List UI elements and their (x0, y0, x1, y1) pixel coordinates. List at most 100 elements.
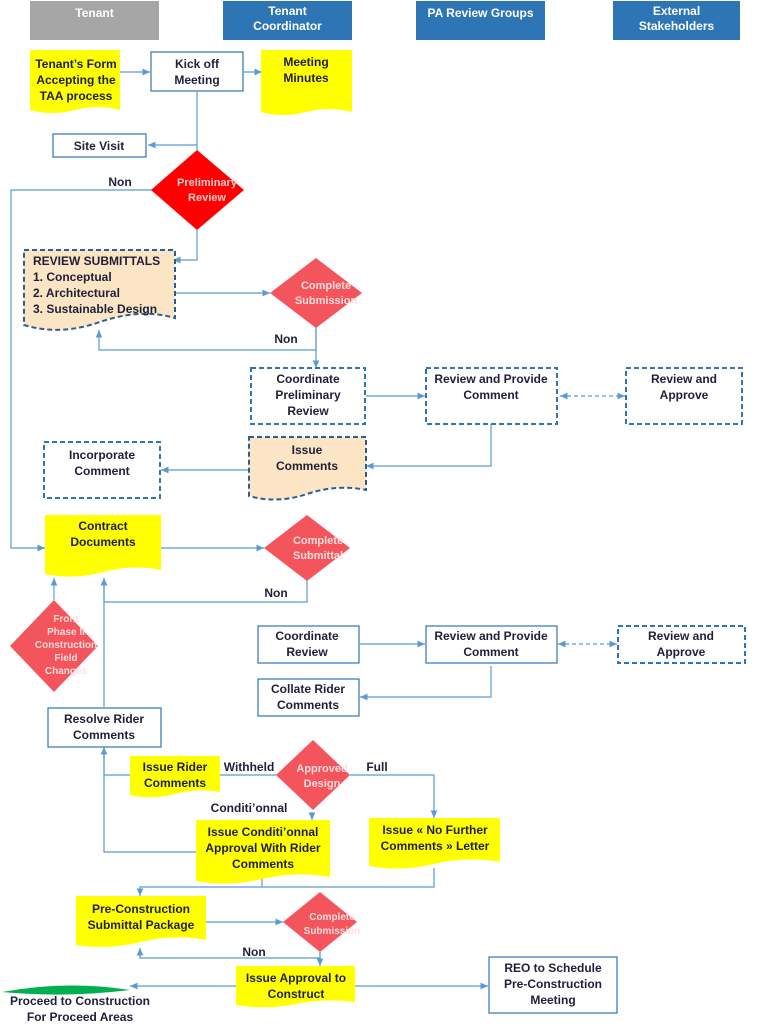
label-line: Issue Approval to (246, 971, 346, 985)
label-line: Meeting (174, 73, 219, 87)
edge-label-conditional: Conditi’onnal (211, 801, 288, 815)
label-line: Construct (268, 987, 325, 1001)
label-line: Field (54, 653, 77, 664)
label-line: Comment (463, 388, 518, 402)
label-line: Issue (292, 443, 323, 457)
label-line: 2. Architectural (33, 286, 120, 300)
connector-prelim-non (10, 189, 152, 552)
node-issue-approval-to-construct: Issue Approval to Construct (236, 966, 355, 1008)
connector-merge-to-preconstruction (136, 878, 263, 896)
label-line: Tenant (75, 6, 113, 20)
connector-nofurther-to-merge (262, 868, 435, 888)
label-line: Review (188, 192, 226, 204)
label-line: Kick off (175, 57, 220, 71)
label-line: Coordinator (253, 19, 322, 33)
label-line: Construction (35, 640, 97, 651)
label-line: Proceed to Construction (10, 994, 150, 1008)
label-line: Preliminary (177, 177, 238, 189)
label-line: 1. Conceptual (33, 270, 112, 284)
connector-review-to-issue (366, 424, 492, 470)
label-line: Comments (276, 459, 338, 473)
label-line: Approve (657, 645, 706, 659)
connector-review-to-collate (360, 666, 492, 701)
label-line: Phase II (47, 627, 85, 638)
lane-header-pa-review-groups: PA Review Groups (416, 1, 545, 40)
label-line: Complete (309, 912, 355, 923)
lane-header-tenant: Tenant (30, 1, 159, 40)
connector-approved-full (350, 774, 438, 818)
label-line: Review and Provide (434, 372, 548, 386)
label-line: Minutes (283, 71, 329, 85)
label-line: Meeting (530, 993, 575, 1007)
label-line: Design (304, 778, 341, 790)
connector-complete2-non (136, 948, 321, 959)
label-line: PA Review Groups (427, 6, 533, 20)
label-line: Coordinate (276, 372, 340, 386)
connector-conditional-to-resolve (103, 747, 196, 853)
label-line: Front (53, 614, 79, 625)
label-line: Review and (648, 629, 714, 643)
label-line: Site Visit (74, 139, 124, 153)
label-line: Comments (73, 728, 135, 742)
node-label-issue-approval: Issue Approval to Construct (246, 971, 346, 1001)
label-line: Comments » Letter (381, 839, 490, 853)
node-label-site-visit: Site Visit (74, 139, 124, 153)
node-site-visit: Site Visit (52, 133, 147, 158)
label-line: Review and Provide (434, 629, 548, 643)
edge-label-withheld: Withheld (224, 760, 275, 774)
label-line: Issue Conditi’onnal (208, 825, 319, 839)
label-line: Tenant’s Form (35, 57, 116, 71)
lane-header-pa-review-groups-text: PA Review Groups (427, 6, 533, 20)
label-line: Incorporate (69, 448, 135, 462)
label-line: Review (287, 404, 329, 418)
label-line: Collate Rider (271, 682, 345, 696)
edge-label-non-submission: Non (274, 332, 297, 346)
label-line: Stakeholders (639, 19, 715, 33)
label-line: Pre-Construction (92, 902, 190, 916)
label-line: Review and (651, 372, 717, 386)
edge-label-non-preliminary: Non (108, 175, 131, 189)
label-line: For Proceed Areas (27, 1010, 134, 1024)
